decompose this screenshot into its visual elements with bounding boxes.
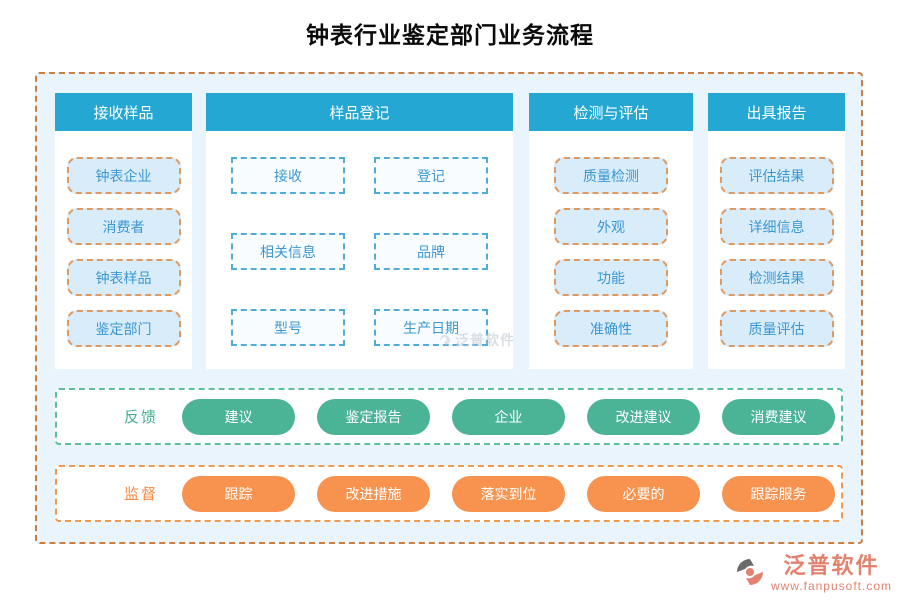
- supervision-pill: 落实到位: [452, 475, 565, 512]
- column-header: 检测与评估: [529, 93, 693, 131]
- flow-node: 钟表企业: [66, 157, 181, 194]
- feedback-pill: 建议: [182, 398, 295, 435]
- feedback-label: 反馈: [123, 409, 158, 426]
- flow-node: 质量检测: [554, 157, 668, 194]
- flow-node: 功能: [554, 259, 668, 296]
- flow-node: 质量评估: [719, 310, 834, 347]
- column-issue-report: 出具报告 评估结果 详细信息 检测结果 质量评估: [708, 93, 845, 369]
- supervision-pills: 跟踪 改进措施 落实到位 必要的 跟踪服务: [182, 475, 835, 512]
- column-sample-registration: 样品登记 接收 登记 相关信息 品牌 型号 生产日期: [206, 93, 513, 369]
- supervision-pill: 跟踪: [182, 475, 295, 512]
- node-row: 型号 生产日期: [206, 309, 513, 346]
- brand-logo-icon: [736, 559, 763, 585]
- column-items: 接收 登记 相关信息 品牌 型号 生产日期: [206, 131, 513, 346]
- supervision-pill: 改进措施: [317, 475, 430, 512]
- feedback-pill: 消费建议: [722, 398, 835, 435]
- column-items: 质量检测 外观 功能 准确性: [529, 131, 693, 347]
- brand-logo: 泛普软件 www.fanpusoft.com: [733, 555, 892, 592]
- flow-node: 检测结果: [719, 259, 834, 296]
- supervision-pill: 必要的: [587, 475, 700, 512]
- brand-logo-text: 泛普软件 www.fanpusoft.com: [770, 553, 892, 593]
- feedback-pill: 鉴定报告: [317, 398, 430, 435]
- column-items: 钟表企业 消费者 钟表样品 鉴定部门: [55, 131, 192, 347]
- column-items: 评估结果 详细信息 检测结果 质量评估: [708, 131, 845, 347]
- column-header: 接收样品: [55, 93, 192, 131]
- node-row: 接收 登记: [206, 157, 513, 194]
- node-row: 相关信息 品牌: [206, 233, 513, 270]
- feedback-pill: 企业: [452, 398, 565, 435]
- flow-node: 相关信息: [231, 233, 345, 270]
- feedback-pill: 改进建议: [587, 398, 700, 435]
- flow-node: 钟表样品: [66, 259, 181, 296]
- brand-url: www.fanpusoft.com: [770, 579, 892, 593]
- flow-node: 接收: [231, 157, 345, 194]
- flow-node: 生产日期: [374, 309, 488, 346]
- supervision-label: 监督: [123, 486, 158, 503]
- flow-node: 准确性: [554, 310, 668, 347]
- column-header: 出具报告: [708, 93, 845, 131]
- flow-node: 消费者: [66, 208, 181, 245]
- supervision-band: 监督 跟踪 改进措施 落实到位 必要的 跟踪服务: [55, 465, 843, 522]
- feedback-band: 反馈 建议 鉴定报告 企业 改进建议 消费建议: [55, 388, 843, 445]
- flow-node: 品牌: [374, 233, 488, 270]
- flow-node: 鉴定部门: [66, 310, 181, 347]
- flow-node: 型号: [231, 309, 345, 346]
- flow-node: 详细信息: [719, 208, 834, 245]
- column-testing-evaluation: 检测与评估 质量检测 外观 功能 准确性: [529, 93, 693, 369]
- brand-name: 泛普软件: [783, 553, 880, 578]
- column-receive-samples: 接收样品 钟表企业 消费者 钟表样品 鉴定部门: [55, 93, 192, 369]
- column-header: 样品登记: [206, 93, 513, 131]
- flow-node: 登记: [374, 157, 488, 194]
- diagram-frame: 接收样品 钟表企业 消费者 钟表样品 鉴定部门 样品登记 接收 登记 相关信息 …: [35, 72, 863, 544]
- flow-node: 外观: [554, 208, 668, 245]
- feedback-pills: 建议 鉴定报告 企业 改进建议 消费建议: [182, 398, 835, 435]
- flow-node: 评估结果: [719, 157, 834, 194]
- supervision-pill: 跟踪服务: [722, 475, 835, 512]
- page-title: 钟表行业鉴定部门业务流程: [306, 22, 594, 49]
